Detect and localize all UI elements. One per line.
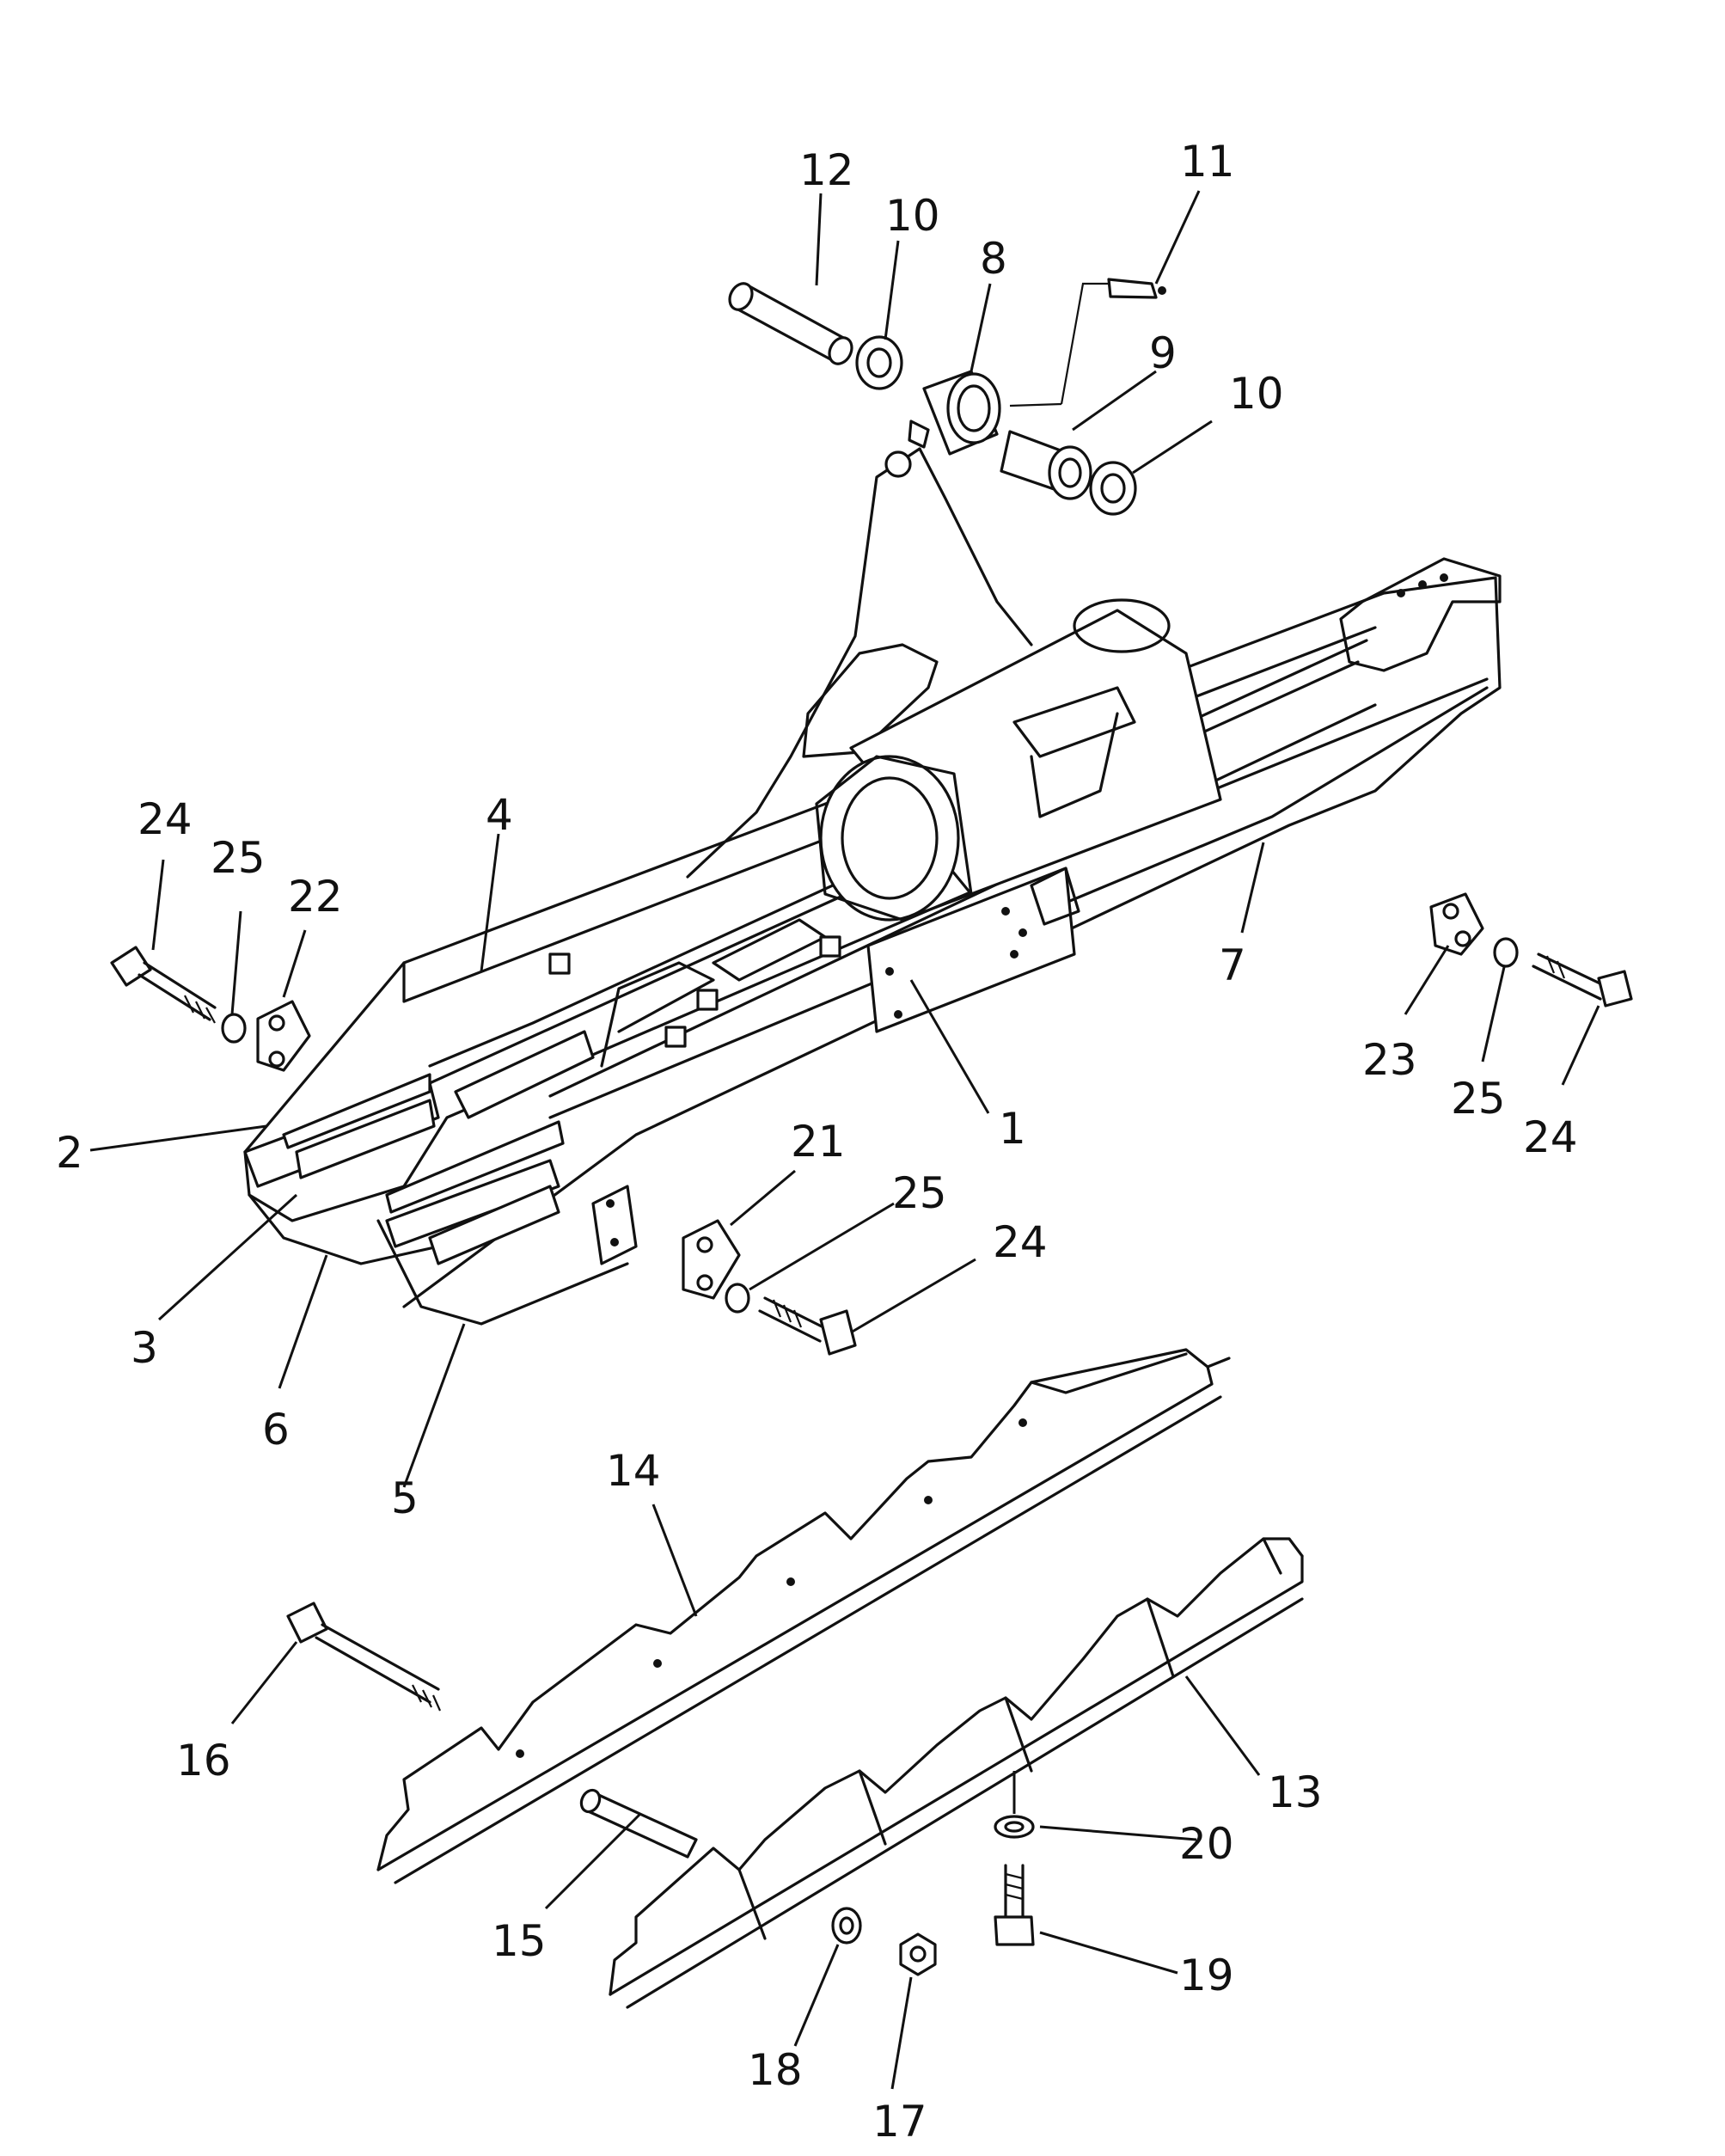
bolt-24-center	[758, 1296, 857, 1356]
seal-10-right	[1089, 461, 1137, 516]
washer-25-left	[221, 1013, 247, 1044]
callout-10-left: 10	[885, 191, 940, 241]
bushing-9	[1000, 430, 1092, 500]
callout-25-right: 25	[1451, 1074, 1506, 1124]
callout-numbers: 12 10 8 11 9 10 24 25 22 4 7 23 25 24 2 …	[56, 137, 1578, 2147]
nut-17	[899, 1932, 937, 1976]
callout-23: 23	[1362, 1035, 1417, 1085]
callout-11: 11	[1180, 137, 1235, 187]
callout-21: 21	[791, 1117, 846, 1167]
bushing-housing-8	[908, 370, 1001, 456]
washer-25-right	[1493, 937, 1519, 968]
track-guard-14	[376, 1348, 1231, 1884]
washer-25-center	[725, 1283, 750, 1314]
callout-20: 20	[1179, 1819, 1234, 1869]
pin-15	[579, 1788, 698, 1859]
callout-19: 19	[1179, 1951, 1234, 2000]
washer-20	[994, 1815, 1035, 1839]
callout-8: 8	[980, 234, 1007, 284]
callout-25-center: 25	[892, 1168, 947, 1218]
callout-24-center: 24	[993, 1217, 1048, 1267]
grease-fitting-11	[1009, 278, 1166, 407]
callout-2: 2	[56, 1128, 83, 1178]
callout-10-right: 10	[1229, 369, 1284, 419]
callout-4: 4	[486, 790, 513, 840]
bolt-24-left	[110, 946, 217, 1024]
callout-17: 17	[872, 2097, 927, 2147]
callout-5: 5	[391, 1473, 419, 1523]
washer-18	[831, 1907, 862, 1945]
seal-10-left	[855, 335, 903, 390]
pin-12	[728, 282, 853, 365]
callout-22: 22	[288, 872, 343, 922]
leader-lines	[89, 190, 1600, 2090]
callout-13: 13	[1268, 1767, 1323, 1817]
callout-25-left: 25	[211, 833, 266, 883]
callout-15: 15	[492, 1916, 547, 1966]
callout-24-left: 24	[138, 794, 193, 844]
track-guard-13	[609, 1537, 1304, 2009]
link-21	[682, 1219, 741, 1300]
callout-9: 9	[1149, 328, 1177, 378]
callout-1: 1	[999, 1104, 1026, 1154]
track-frame-1	[243, 447, 1502, 1326]
callout-7: 7	[1219, 940, 1246, 990]
callout-14: 14	[606, 1446, 661, 1496]
callout-3: 3	[131, 1323, 158, 1373]
callout-18: 18	[748, 2045, 803, 2095]
link-22	[256, 1000, 311, 1072]
callout-24-right: 24	[1523, 1112, 1578, 1162]
bolt-19	[994, 1864, 1035, 1946]
callout-6: 6	[262, 1405, 290, 1455]
bolt-16	[286, 1602, 442, 1712]
callout-16: 16	[176, 1736, 231, 1785]
link-23	[1429, 892, 1484, 956]
bolt-24-right	[1532, 952, 1633, 1008]
callout-12: 12	[799, 145, 854, 195]
